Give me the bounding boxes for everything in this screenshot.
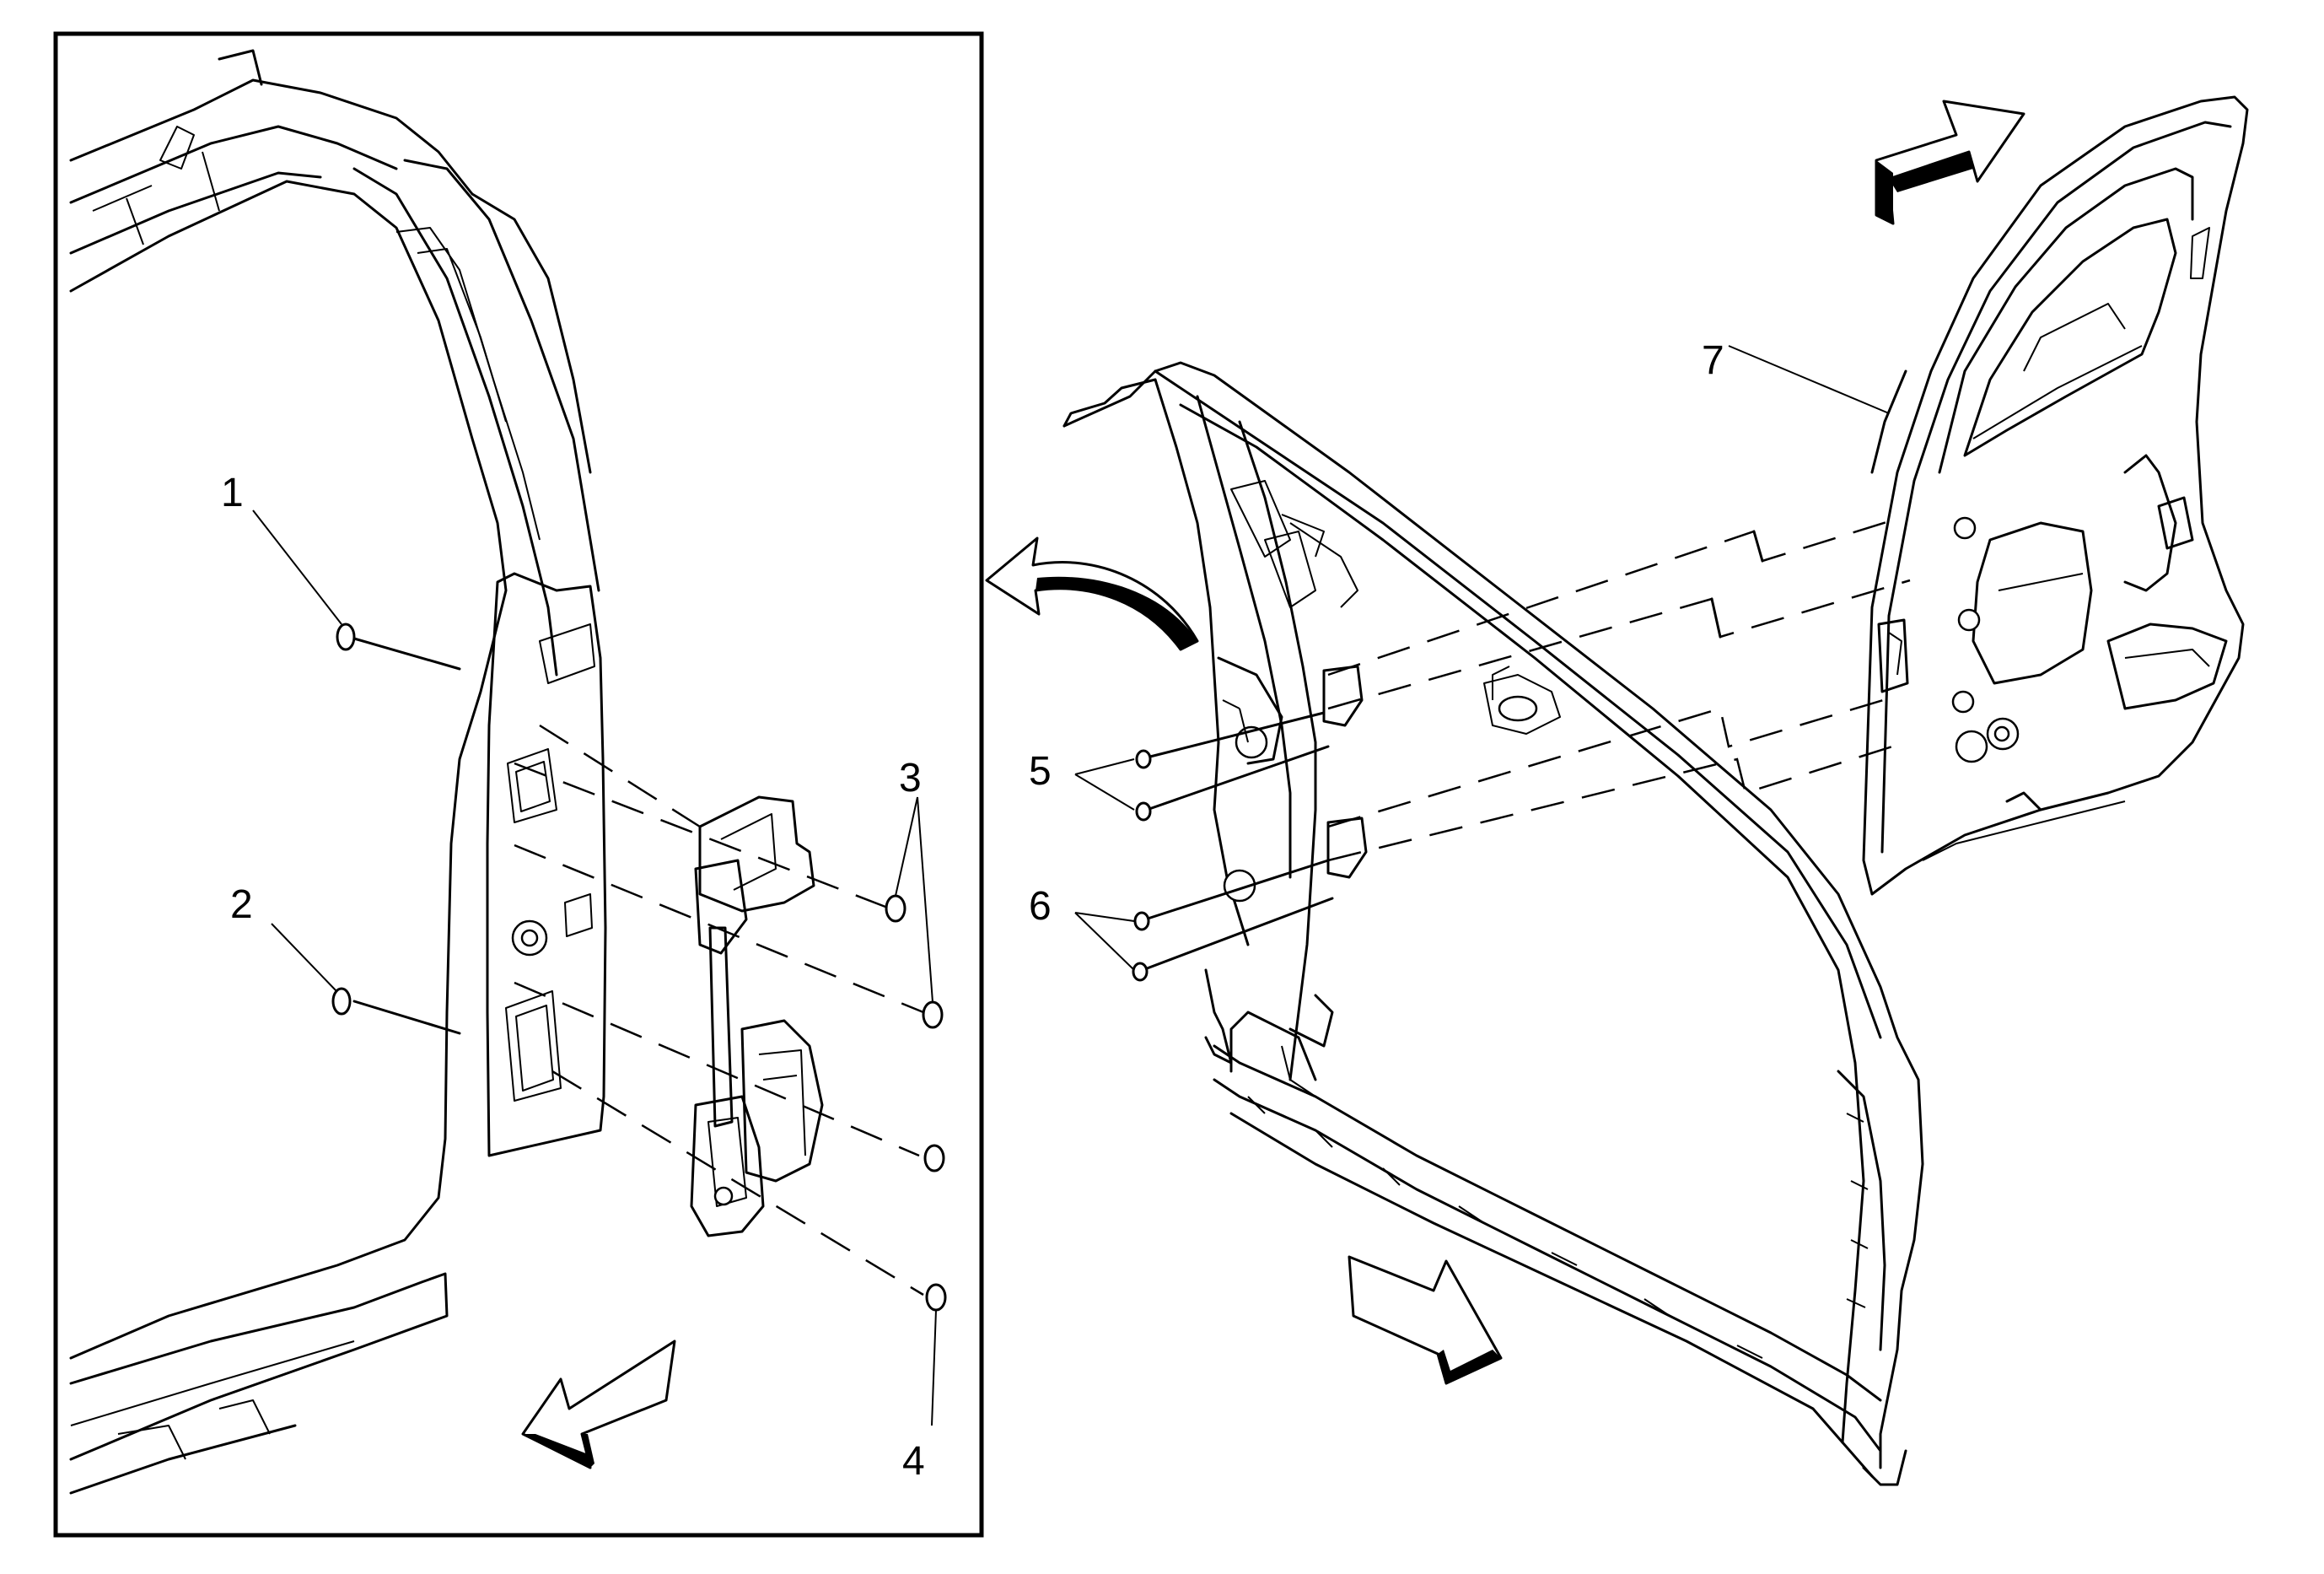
- door-opening-frame: [69, 159, 600, 1360]
- bolt-1: [336, 623, 356, 651]
- bolt-3a: [885, 894, 906, 923]
- callout-3: 3: [899, 756, 922, 800]
- bolt-2: [331, 987, 352, 1016]
- alignment-lines-hinge: [514, 724, 924, 1296]
- rearward-direction-arrow: [1348, 1255, 1503, 1385]
- door-removal-view: 5 6 7: [985, 95, 2249, 1486]
- detail-view-hinge-pillar: 1 2 3 4: [53, 31, 984, 1538]
- callout-7: 7: [1702, 338, 1724, 383]
- hinge-pillar-plate: [486, 572, 607, 1157]
- bolt-3c: [923, 1144, 945, 1172]
- callout-1: 1: [221, 471, 244, 515]
- rocker-panel: [69, 1272, 449, 1495]
- front-direction-arrow: [521, 1340, 676, 1469]
- door-hinge-assembly: [690, 795, 824, 1237]
- hinge-bolts: [331, 623, 947, 1312]
- body-roof-rail: [69, 49, 474, 255]
- bolt-6a: [1133, 911, 1150, 931]
- door-hinge-bolts: [1074, 345, 1890, 982]
- callout-6: 6: [1029, 884, 1052, 929]
- callout-5: 5: [1029, 749, 1052, 794]
- bolt-5b: [1135, 801, 1152, 822]
- remove-door-arrow: [985, 536, 1199, 651]
- bolt-4: [925, 1283, 947, 1312]
- leader-lines-left: [252, 509, 937, 1426]
- body-side-frame: [1062, 361, 1924, 1486]
- rear-door: [1862, 95, 2249, 896]
- callout-2: 2: [230, 882, 253, 927]
- outboard-direction-arrow: [1875, 100, 2025, 225]
- break-lines: [1327, 517, 1911, 862]
- detail-view-frame: [53, 31, 984, 1538]
- bolt-5a: [1135, 749, 1152, 769]
- callout-4: 4: [902, 1439, 925, 1484]
- bolt-6b: [1132, 962, 1149, 982]
- bolt-3b: [922, 1000, 944, 1029]
